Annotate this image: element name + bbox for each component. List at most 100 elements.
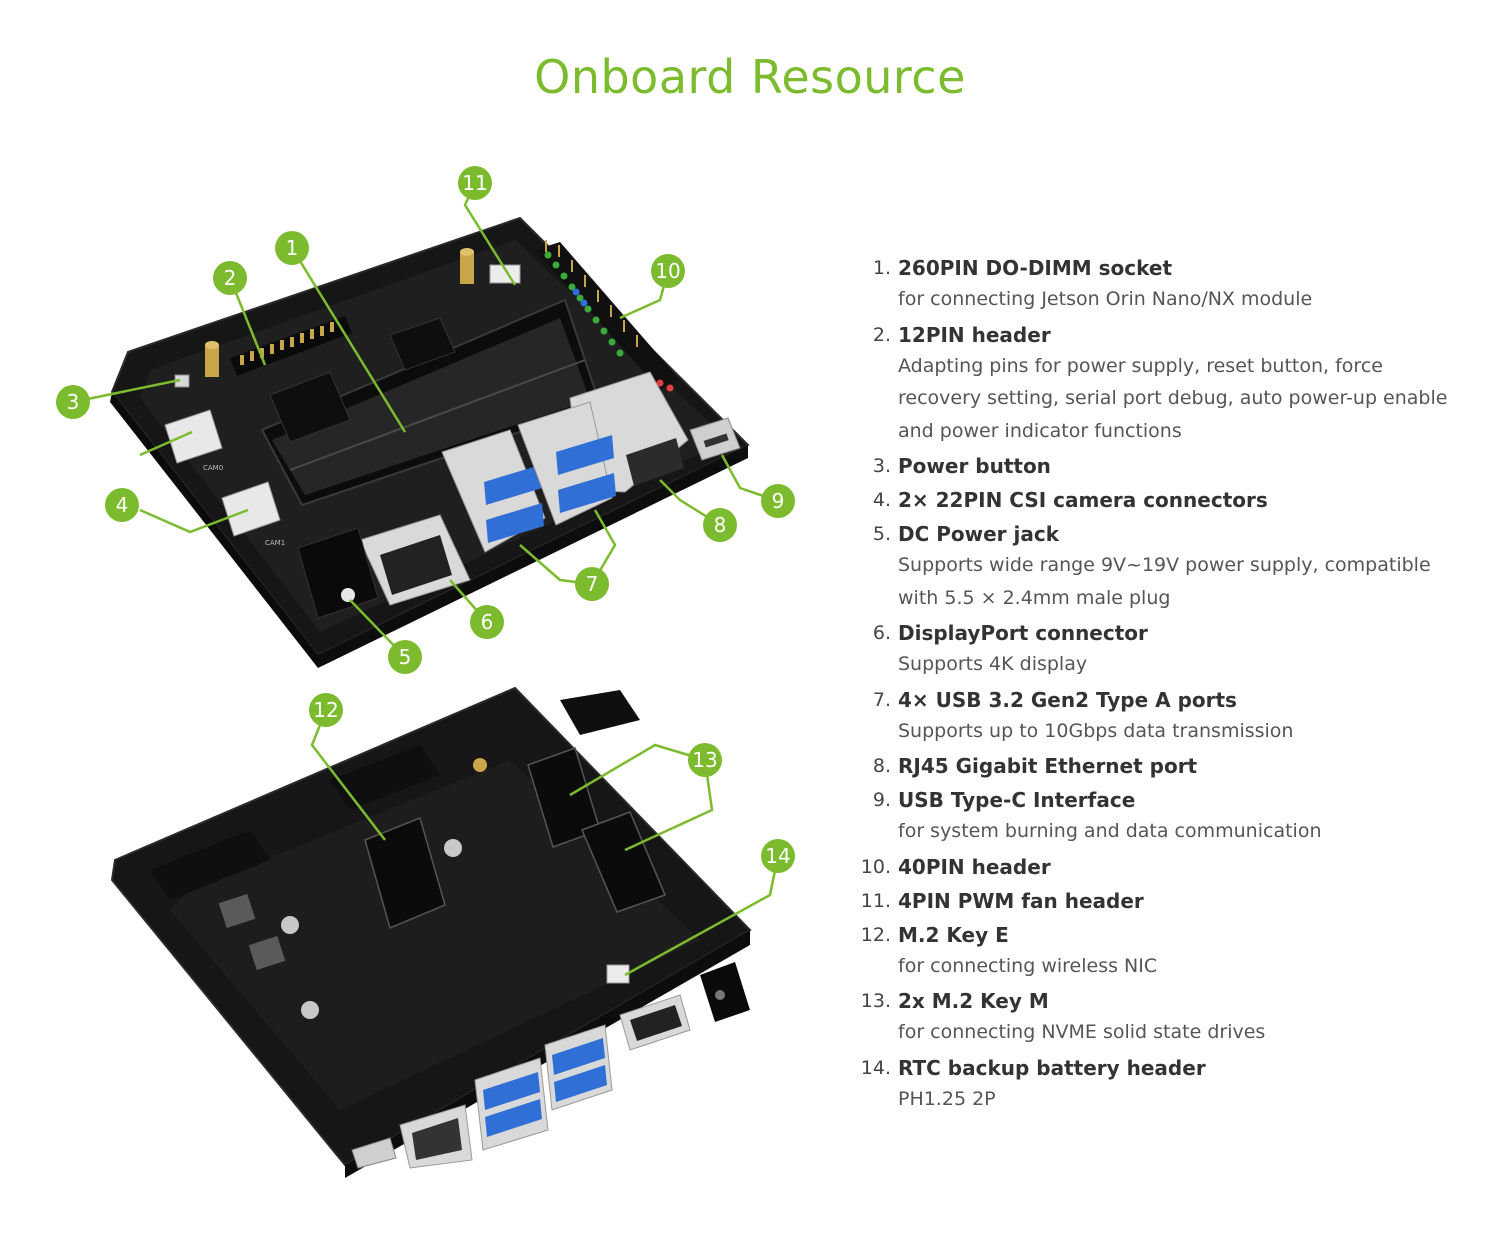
- bottom-usb-a-stack-graphic: [544, 1024, 613, 1111]
- svg-text:13: 13: [692, 748, 717, 772]
- callout-badge-6: 6: [470, 605, 504, 639]
- resource-description: for connecting NVME solid state drives: [898, 1021, 1266, 1043]
- dimm-socket-slot: [272, 318, 590, 495]
- bottom-usb-a-stack-graphic: [474, 1057, 549, 1151]
- resource-number: 5.: [872, 523, 891, 545]
- resource-number: 10.: [860, 855, 891, 878]
- callout-badge-13: 13: [688, 743, 722, 777]
- inductor: [248, 936, 286, 970]
- resource-list: 1. 260PIN DO-DIMM socket for connecting Je…: [858, 254, 1478, 1120]
- resource-title: USB Type-C Interface: [898, 788, 1136, 812]
- resource-body: RJ45 Gigabit Ethernet port: [898, 752, 1478, 781]
- resource-description: Supports up to 10Gbps data transmission: [898, 719, 1294, 742]
- chip: [389, 317, 456, 371]
- bottom-board-pcb: [170, 760, 700, 1110]
- resource-item: 11.4PIN PWM fan header: [858, 887, 1478, 916]
- resource-title: 4PIN PWM fan header: [898, 888, 1144, 913]
- resource-title: DC Power jack: [898, 522, 1060, 546]
- callout-badges: 1 2 3 4 5 6 7 8 9 10 11 12 13 14: [56, 166, 795, 873]
- resource-description: for system burning and data communicatio…: [898, 820, 1322, 842]
- enclosure-ribs: [150, 690, 640, 900]
- resource-title: M.2 Key E: [898, 922, 1009, 947]
- csi-connector-graphic: [221, 481, 281, 537]
- resource-number: 8.: [872, 755, 891, 777]
- top-board: CAM0 CAM1: [110, 216, 750, 668]
- resource-number: 12.: [860, 923, 891, 946]
- resource-item: 8. RJ45 Gigabit Ethernet port: [858, 752, 1478, 781]
- callout-badge-1: 1: [275, 231, 309, 265]
- resource-body: Power button: [898, 452, 1478, 481]
- svg-text:9: 9: [772, 489, 785, 513]
- resource-title: Power button: [898, 454, 1051, 478]
- svg-text:5: 5: [399, 645, 412, 669]
- callout-badge-4: 4: [105, 488, 139, 522]
- resource-title: 2× 22PIN CSI camera connectors: [898, 488, 1268, 512]
- resource-title: RTC backup battery header: [898, 1055, 1206, 1080]
- resource-body: USB Type-C Interface for system burning a…: [898, 786, 1478, 848]
- resource-number: 2.: [872, 323, 891, 346]
- resource-body: 260PIN DO-DIMM socket for connecting Jets…: [898, 254, 1478, 316]
- resource-description: Supports wide range 9V~19V power supply,…: [898, 554, 1431, 576]
- page-title: Onboard Resource: [534, 50, 966, 104]
- resource-title: 260PIN DO-DIMM socket: [898, 256, 1173, 280]
- callout-badge-5: 5: [388, 640, 422, 674]
- resource-number: 7.: [872, 688, 891, 711]
- m2-key-m-graphic: [581, 811, 667, 913]
- resource-number: 1.: [872, 257, 891, 279]
- screw: [301, 1001, 319, 1019]
- callout-badge-7: 7: [575, 567, 609, 601]
- callout-badge-12: 12: [309, 693, 343, 727]
- resource-body: 40PIN header: [898, 853, 1478, 882]
- standoff: [205, 341, 219, 377]
- resource-title: 40PIN header: [898, 854, 1051, 879]
- resource-number: 14.: [860, 1056, 891, 1079]
- 40pin-header-graphic: [535, 240, 680, 392]
- m2-key-e-graphic: [364, 816, 446, 930]
- screw: [473, 758, 487, 772]
- resource-title: 4× USB 3.2 Gen2 Type A ports: [898, 687, 1237, 712]
- resource-item: 1. 260PIN DO-DIMM socket for connecting Je…: [858, 254, 1478, 316]
- svg-text:10: 10: [655, 259, 680, 283]
- usb-a-stack-graphic: [441, 429, 546, 553]
- svg-text:4: 4: [116, 493, 129, 517]
- svg-text:6: 6: [481, 610, 494, 634]
- svg-text:1: 1: [286, 236, 299, 260]
- callout-badge-14: 14: [761, 839, 795, 873]
- csi-connector-graphic: [164, 409, 223, 464]
- resource-title: RJ45 Gigabit Ethernet port: [898, 754, 1198, 778]
- svg-text:7: 7: [586, 572, 599, 596]
- dc-jack-graphic: [297, 527, 379, 619]
- resource-title: 12PIN header: [898, 322, 1051, 347]
- resource-description: for connecting Jetson Orin Nano/NX modul…: [898, 288, 1313, 310]
- svg-text:8: 8: [714, 513, 727, 537]
- resource-number: 6.: [872, 622, 891, 644]
- silk-label: CAM0: [203, 464, 223, 472]
- resource-number: 13.: [860, 990, 891, 1012]
- 12pin-header-graphic: [230, 316, 352, 376]
- resource-item: 10. 40PIN header: [858, 853, 1478, 882]
- callout-badge-8: 8: [703, 508, 737, 542]
- svg-text:12: 12: [313, 698, 338, 722]
- bottom-board: [110, 686, 752, 1178]
- callout-badge-11: 11: [458, 166, 492, 200]
- svg-text:14: 14: [765, 844, 790, 868]
- resource-description: Supports 4K display: [898, 653, 1088, 675]
- resource-number: 3.: [872, 455, 891, 477]
- resource-number: 4.: [872, 489, 891, 511]
- resource-item: 3. Power button: [858, 452, 1478, 481]
- resource-body: 4PIN PWM fan header: [898, 887, 1478, 916]
- fan-header-graphic: [489, 264, 521, 284]
- resource-description: recovery setting, serial port debug, aut…: [898, 387, 1448, 409]
- screw: [281, 916, 299, 934]
